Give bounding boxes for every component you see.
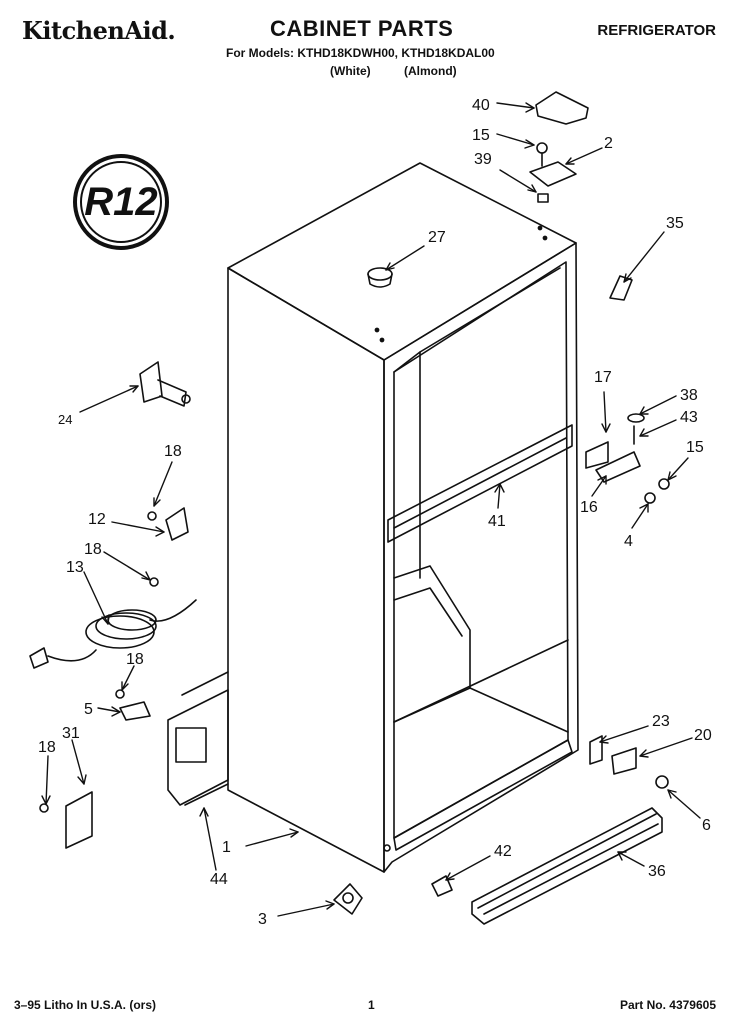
page-title: CABINET PARTS bbox=[270, 16, 454, 41]
callout-18: 18 bbox=[38, 739, 56, 756]
callout-18: 18 bbox=[84, 541, 102, 558]
cabinet-shell bbox=[227, 162, 579, 873]
callout-3: 3 bbox=[258, 911, 267, 928]
callout-23: 23 bbox=[652, 713, 670, 730]
leveler-part-3 bbox=[333, 883, 363, 915]
model-numbers: For Models: KTHD18KDWH00, KTHD18KDAL00 bbox=[226, 46, 495, 60]
callout-17: 17 bbox=[594, 369, 612, 386]
callout-42: 42 bbox=[494, 843, 512, 860]
bracket-part-24 bbox=[139, 361, 191, 407]
callout-12: 12 bbox=[88, 511, 106, 528]
bracket-part-12 bbox=[147, 507, 189, 541]
callout-36: 36 bbox=[648, 863, 666, 880]
model-colors: (White) (Almond) bbox=[330, 64, 457, 78]
callout-24: 24 bbox=[58, 412, 72, 427]
callout-18: 18 bbox=[164, 443, 182, 460]
lower-hinge-part-20 bbox=[589, 735, 669, 789]
clip-part-42 bbox=[431, 875, 453, 897]
toe-grille-part-36 bbox=[471, 807, 663, 925]
plug-part-27 bbox=[367, 267, 393, 288]
callout-31: 31 bbox=[62, 725, 80, 742]
mullion-part-41 bbox=[387, 424, 573, 543]
callout-44: 44 bbox=[210, 871, 228, 888]
leader-lines bbox=[41, 102, 701, 917]
page-number: 1 bbox=[368, 998, 375, 1012]
callout-38: 38 bbox=[680, 387, 698, 404]
part-number: Part No. 4379605 bbox=[619, 998, 716, 1012]
clamp-part-5 bbox=[115, 689, 151, 721]
callout-2: 2 bbox=[604, 135, 613, 152]
hinge-cover-part-40 bbox=[535, 91, 589, 125]
callout-39: 39 bbox=[474, 151, 492, 168]
callout-35: 35 bbox=[666, 215, 684, 232]
callout-27: 27 bbox=[428, 229, 446, 246]
callout-15: 15 bbox=[686, 439, 704, 456]
callout-40: 40 bbox=[472, 97, 490, 114]
callout-20: 20 bbox=[694, 727, 712, 744]
center-hinge-part-16 bbox=[585, 413, 670, 504]
callout-1: 1 bbox=[222, 839, 231, 856]
callout-15: 15 bbox=[472, 127, 490, 144]
r12-badge: R12 bbox=[73, 154, 169, 250]
power-cord-part-13 bbox=[29, 577, 197, 669]
callout-4: 4 bbox=[624, 533, 633, 550]
callout-18: 18 bbox=[126, 651, 144, 668]
callout-labels: 40 15 2 39 35 27 24 18 12 18 13 18 5 18 … bbox=[38, 97, 712, 928]
top-hinge-part-2 bbox=[529, 142, 577, 203]
callout-16: 16 bbox=[580, 499, 598, 516]
callout-6: 6 bbox=[702, 817, 711, 834]
rear-panel-part-44 bbox=[167, 671, 229, 806]
callout-43: 43 bbox=[680, 409, 698, 426]
brand-logo: KitchenAid. bbox=[22, 16, 176, 45]
r12-badge-text: R12 bbox=[84, 180, 157, 224]
callout-41: 41 bbox=[488, 513, 506, 530]
cover-part-31 bbox=[39, 791, 93, 849]
hinge-part-35 bbox=[609, 275, 633, 301]
appliance-type: REFRIGERATOR bbox=[597, 22, 716, 39]
litho-info: 3–95 Litho In U.S.A. (ors) bbox=[14, 998, 157, 1012]
callout-5: 5 bbox=[84, 701, 93, 718]
callout-13: 13 bbox=[66, 559, 84, 576]
